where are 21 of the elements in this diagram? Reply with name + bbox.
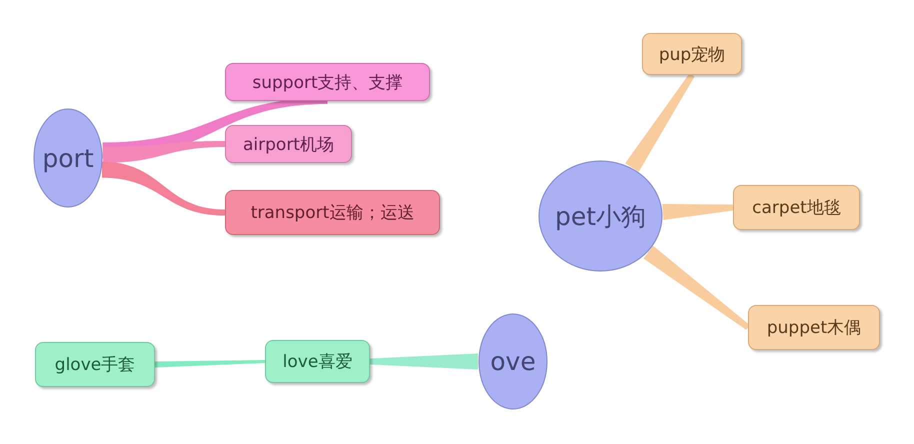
connector (370, 354, 478, 370)
word-box: carpet地毯 (733, 185, 860, 230)
word-box: support支持、支撑 (225, 63, 430, 101)
topic-text: ove (490, 347, 536, 376)
connector (102, 162, 225, 216)
word-box: puppet木偶 (748, 305, 880, 350)
word-box: glove手套 (35, 342, 155, 387)
topic-ellipse (33, 108, 103, 208)
topic-ellipse (538, 160, 663, 272)
connector (625, 73, 695, 172)
connector (102, 141, 225, 163)
topic-ellipse (478, 313, 548, 410)
connector (154, 360, 266, 368)
word-box: pup宠物 (642, 33, 742, 75)
connector (643, 246, 750, 330)
word-box: airport机场 (225, 125, 352, 163)
word-box: transport运输；运送 (225, 190, 440, 235)
connector (662, 204, 734, 220)
topic-text: pet小狗 (554, 200, 646, 232)
word-box: love喜爱 (265, 340, 370, 383)
topic-text: port (42, 144, 94, 172)
